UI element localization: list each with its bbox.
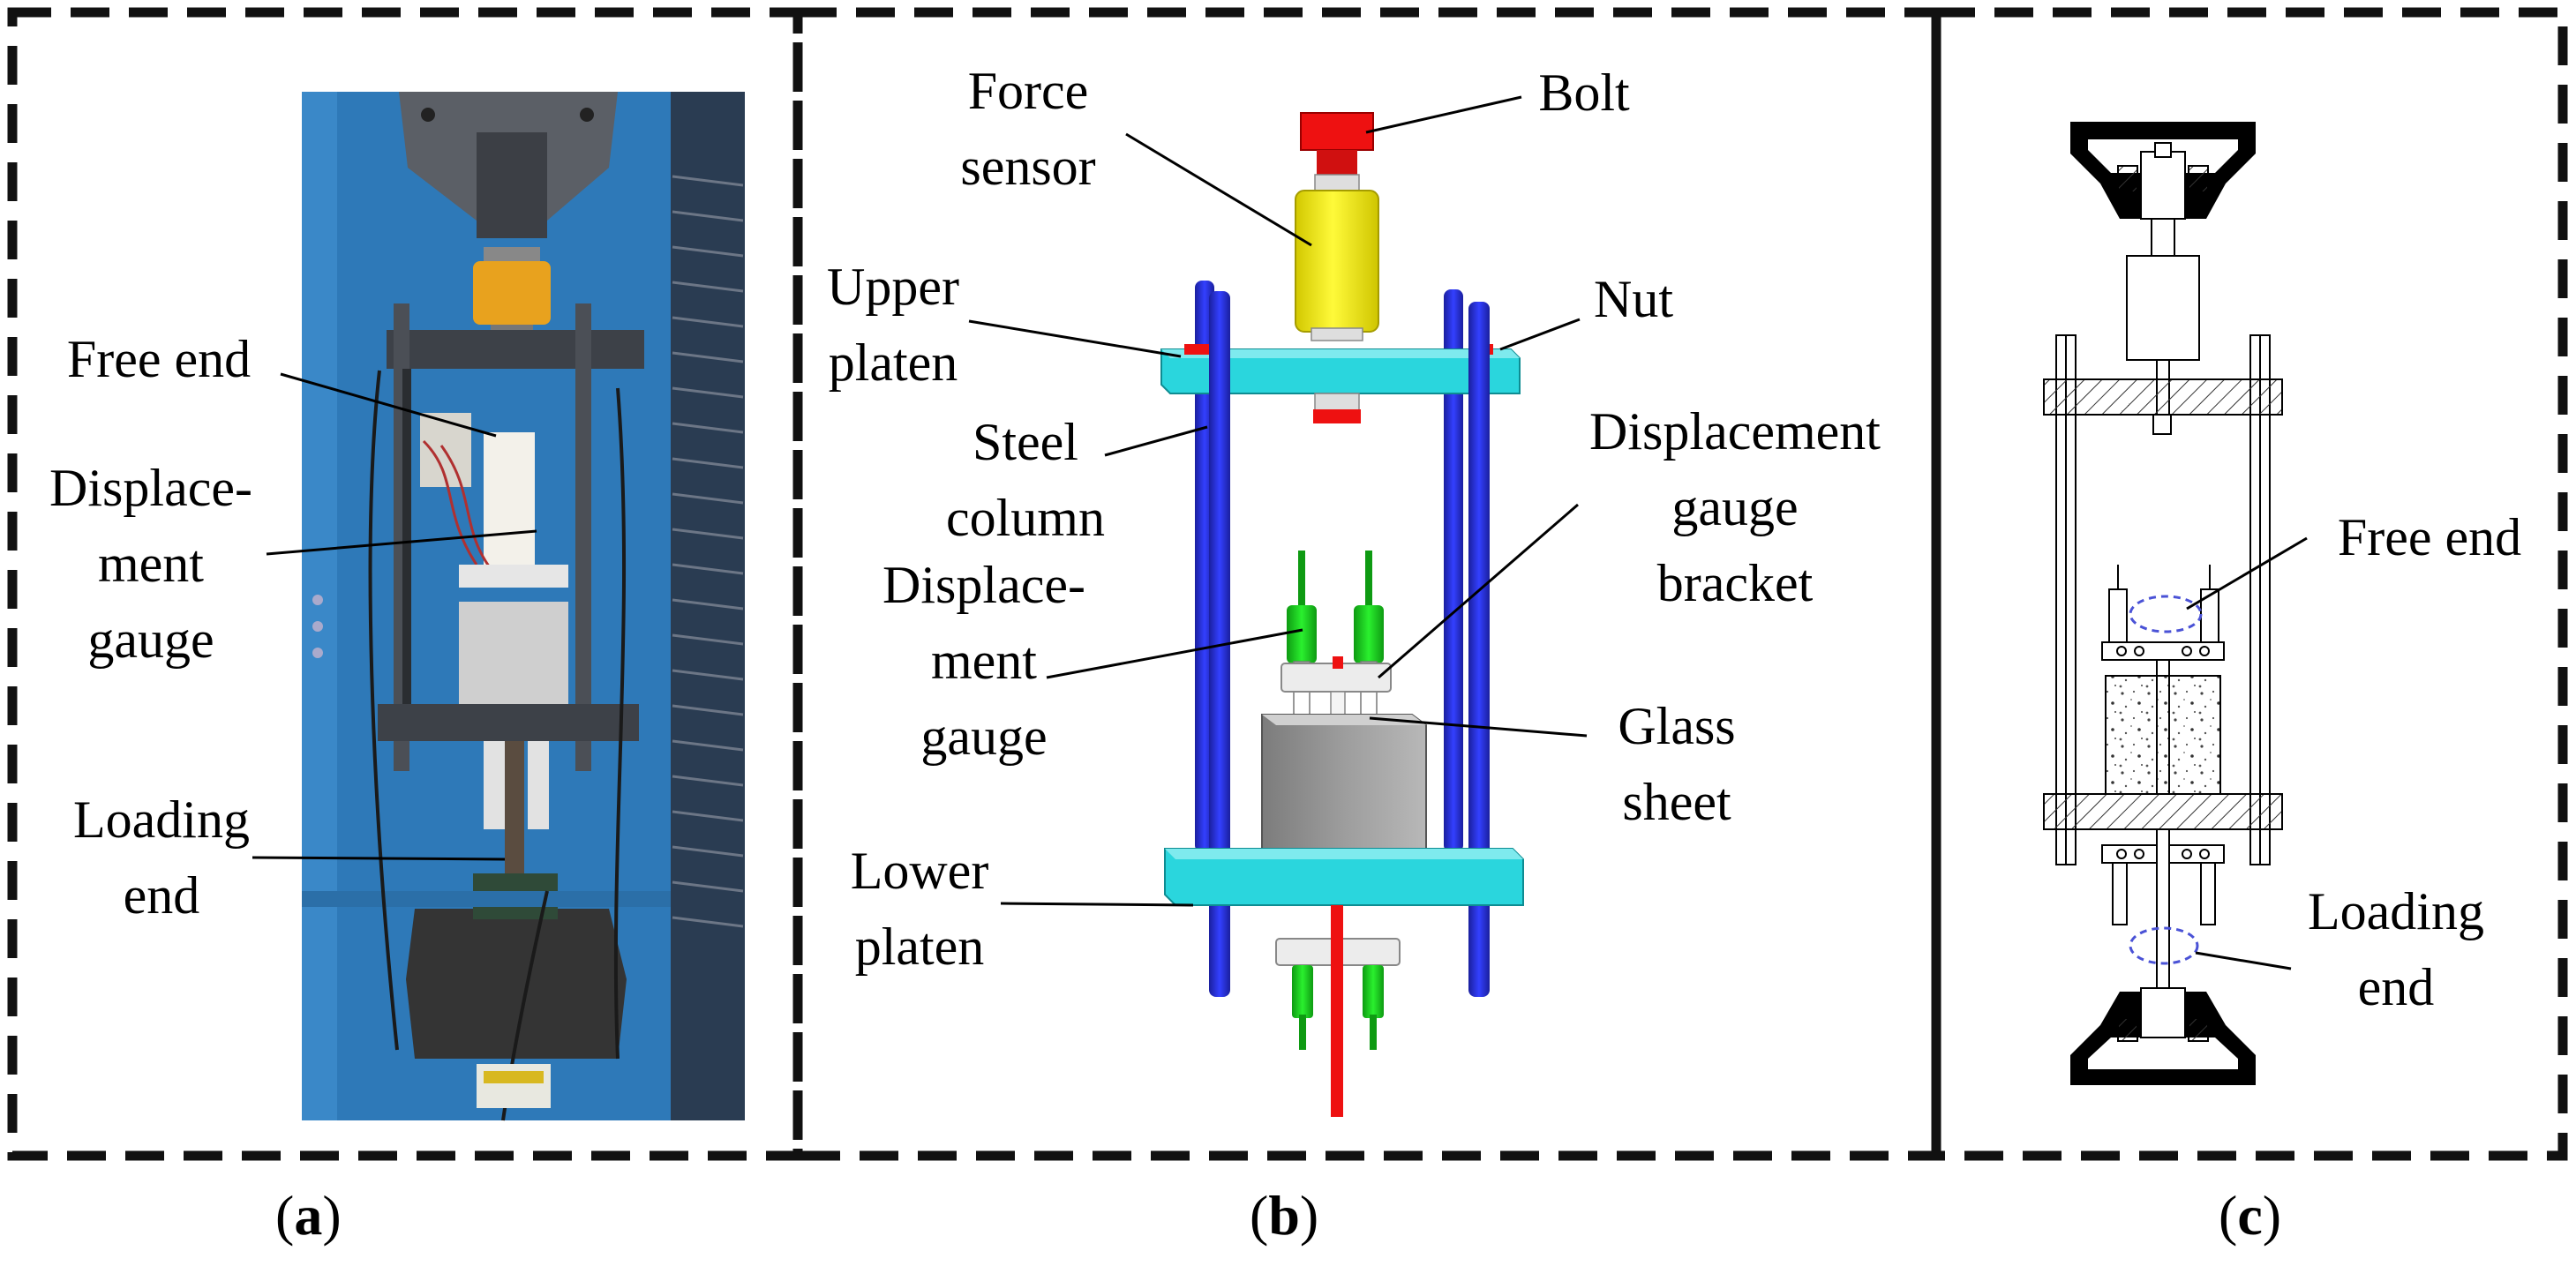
label-line: sensor xyxy=(960,138,1096,196)
panel-c-frame xyxy=(1931,7,2568,1161)
label-b-force-sensor: Force sensor xyxy=(909,53,1147,205)
label-line: platen xyxy=(828,333,958,392)
panel-frames xyxy=(7,7,2568,1161)
panel-c-tag: (c) xyxy=(2219,1184,2282,1247)
label-line: sheet xyxy=(1622,773,1731,831)
label-line: Free end xyxy=(2337,508,2522,566)
panel-b-tag: (b) xyxy=(1250,1184,1319,1247)
label-b-nut: Nut xyxy=(1581,261,1686,337)
label-line: Loading xyxy=(73,790,250,849)
label-line: bracket xyxy=(1656,554,1814,612)
label-line: end xyxy=(2357,958,2435,1016)
panel-c-leaders xyxy=(2186,536,2308,970)
label-b-upper-platen: Upper platen xyxy=(808,249,978,401)
label-line: Nut xyxy=(1594,270,1673,328)
label-b-glass-sheet: Glass sheet xyxy=(1592,688,1761,840)
label-line: platen xyxy=(854,918,985,976)
loading-end-marker xyxy=(2129,926,2199,965)
panel-c-drawing xyxy=(2043,122,2283,1085)
panel-a-letter: a xyxy=(294,1184,323,1247)
label-line: Loading xyxy=(2308,882,2484,940)
label-c-loading-end: Loading end xyxy=(2277,873,2515,1025)
label-b-bolt: Bolt xyxy=(1518,55,1650,131)
label-a-free-end: Free end xyxy=(35,321,282,397)
panel-b-leaders xyxy=(968,95,1588,907)
label-line: gauge xyxy=(87,611,214,669)
label-line: Upper xyxy=(827,258,959,316)
label-line: Force xyxy=(967,62,1089,120)
label-b-displacement-gauge-bracket: Displacement gauge bracket xyxy=(1550,393,1920,621)
free-end-marker xyxy=(2129,595,2203,633)
panel-c-letter: c xyxy=(2237,1184,2263,1247)
label-c-free-end: Free end xyxy=(2302,499,2557,575)
label-line: gauge xyxy=(920,708,1048,766)
panel-b-letter: b xyxy=(1268,1184,1300,1247)
label-line: Glass xyxy=(1618,697,1736,755)
panel-a-photo xyxy=(302,92,745,1121)
panel-b-frame xyxy=(792,7,1941,1161)
label-line: ment xyxy=(98,535,204,593)
label-b-steel-column: Steel column xyxy=(918,404,1133,556)
label-line: Lower xyxy=(850,842,989,900)
label-line: Free end xyxy=(66,330,252,388)
label-line: Displace- xyxy=(49,459,252,517)
label-line: Displace- xyxy=(882,556,1085,614)
label-line: column xyxy=(946,489,1105,547)
label-b-lower-platen: Lower platen xyxy=(833,833,1006,985)
label-a-loading-end: Loading end xyxy=(41,782,282,933)
label-b-displacement-gauge: Displace- ment gauge xyxy=(865,547,1103,775)
label-line: Bolt xyxy=(1538,64,1630,122)
label-line: ment xyxy=(931,632,1037,690)
label-a-displacement-gauge: Displace- ment gauge xyxy=(32,450,270,678)
panel-a-tag: (a) xyxy=(275,1184,342,1247)
label-line: end xyxy=(123,866,200,925)
panel-a-leaders xyxy=(252,372,537,861)
label-line: gauge xyxy=(1671,478,1799,536)
panel-b-model xyxy=(1160,112,1524,1117)
label-line: Displacement xyxy=(1589,402,1881,461)
label-line: Steel xyxy=(973,413,1078,471)
